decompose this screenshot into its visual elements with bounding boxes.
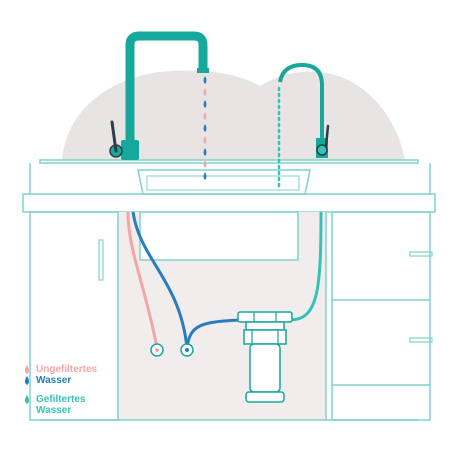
water-drop-icon [25,395,29,404]
filter-to-faucet-hose [289,211,323,322]
hot-water-hose [126,211,159,349]
legend-filtered: Gefiltertes Wasser [22,394,97,416]
legend-unfiltered-line1: Ungefiltertes [36,364,98,375]
legend-filtered-line1: Gefiltertes [36,394,86,405]
countertop-front [22,193,436,213]
legend: Ungefiltertes Wasser Gefiltertes Wasser [22,364,97,418]
drawer-handle-1 [409,251,433,257]
water-drop-icon [25,365,29,385]
legend-unfiltered: Ungefiltertes Wasser [22,364,97,386]
right-drawers [331,211,431,421]
main-faucet [109,31,209,160]
cold-water-hose [131,211,189,349]
legend-unfiltered-line2: Wasser [36,375,72,386]
drawer-handle-2 [409,337,433,343]
mixed-water-stream [203,76,207,180]
hot-water-valve [150,343,164,357]
supply-to-filter-hose [185,318,241,349]
water-filter-unit [237,311,293,403]
left-door-handle [98,239,104,281]
sink-bowl-under [139,211,299,261]
legend-filtered-line2: Wasser [36,405,72,416]
filtered-water-faucet [278,62,330,158]
cold-water-valve [180,343,194,357]
countertop-surface [39,159,419,164]
background-blob [62,70,405,160]
